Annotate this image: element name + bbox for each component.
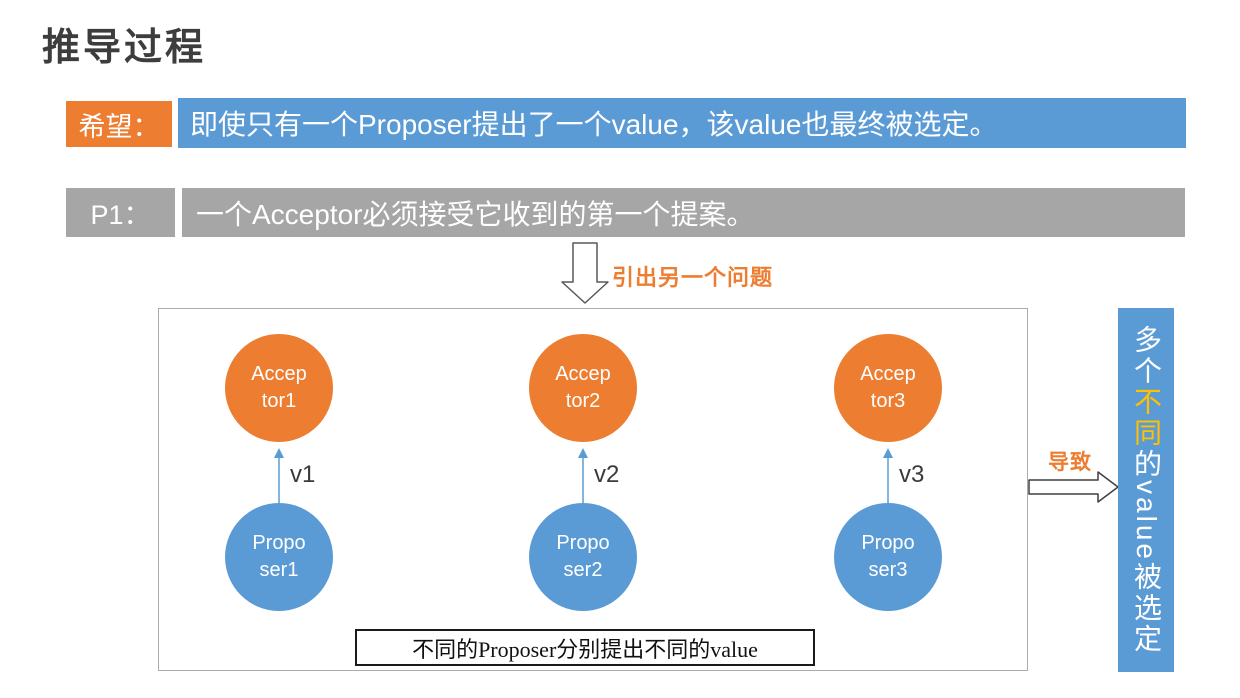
result-bar-text: 多个不同的value被选定 xyxy=(1126,325,1166,655)
proposer3-node: Propo ser3 xyxy=(834,503,942,611)
diagram-box: Accep tor1 Accep tor2 Accep tor3 v1 v2 v… xyxy=(158,308,1028,671)
result-bar-segment-3: 的value被选定 xyxy=(1131,449,1162,655)
cause-label: 导致 xyxy=(1048,451,1092,474)
proposer1-node: Propo ser1 xyxy=(225,503,333,611)
acceptor3-node: Accep tor3 xyxy=(834,334,942,442)
proposer1-to-acceptor1-arrow-icon xyxy=(274,448,284,505)
right-block-arrow-icon xyxy=(1028,471,1119,503)
value-label-v2: v2 xyxy=(594,461,620,488)
down-block-arrow-icon xyxy=(561,242,609,304)
page-title: 推导过程 xyxy=(42,27,207,69)
hope-statement: 即使只有一个Proposer提出了一个value，该value也最终被选定。 xyxy=(178,98,1186,148)
value-label-v1: v1 xyxy=(290,461,316,488)
transition-note: 引出另一个问题 xyxy=(612,265,774,290)
result-bar-segment-1: 多个 xyxy=(1131,325,1162,388)
value-label-v3: v3 xyxy=(899,461,925,488)
acceptor2-node: Accep tor2 xyxy=(529,334,637,442)
p1-label-box: P1： xyxy=(66,188,175,237)
result-bar: 多个不同的value被选定 xyxy=(1118,308,1174,672)
proposer2-to-acceptor2-arrow-icon xyxy=(578,448,588,505)
p1-statement: 一个Acceptor必须接受它收到的第一个提案。 xyxy=(182,188,1185,237)
result-bar-segment-2-highlight: 不同 xyxy=(1131,387,1162,450)
hope-label-box: 希望： xyxy=(66,101,172,147)
acceptor1-node: Accep tor1 xyxy=(225,334,333,442)
proposer2-node: Propo ser2 xyxy=(529,503,637,611)
proposer3-to-acceptor3-arrow-icon xyxy=(883,448,893,505)
diagram-caption: 不同的Proposer分别提出不同的value xyxy=(355,629,815,666)
